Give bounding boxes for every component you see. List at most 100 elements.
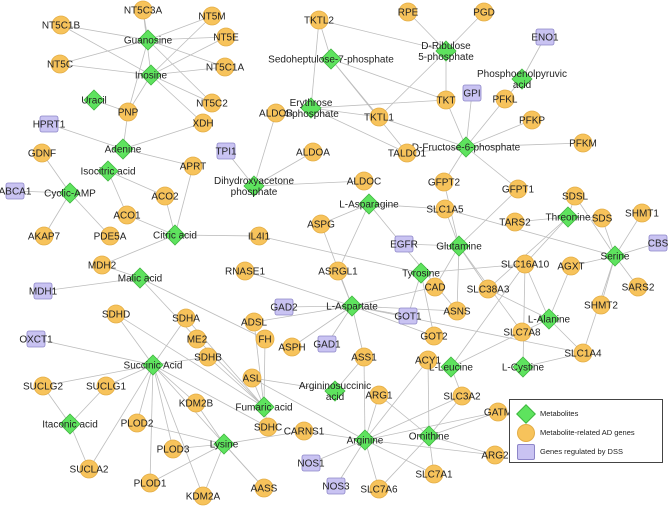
gene-circle-icon [495,89,515,109]
node-label: Uracil [81,96,107,107]
node-label: PLOD3 [157,445,190,456]
gene-circle-icon [32,143,52,163]
edge-Arginine-CARNS1 [303,430,366,441]
gene-node-SDHD: SDHD [102,304,130,324]
edge-LAspartate-CAD [351,286,436,307]
metabolite-diamond-icon [300,97,322,119]
edge-Lysine-PLOD2 [136,422,225,445]
edge-E4P-TALDO1 [310,107,408,154]
gene-node-AKAP7: AKAP7 [28,226,61,246]
metabolite-node-LLeucine: L-Leucine [429,356,473,378]
gene-node-TKTL2: TKTL2 [304,10,334,30]
gene-circle-icon [303,142,323,162]
gene-circle-icon [573,343,593,363]
gene-circle-icon [92,255,112,275]
gene-node-SLC7A1: SLC7A1 [415,464,453,484]
edge-LLeucine-SLC7A8 [450,331,523,368]
gene-circle-icon [452,386,472,406]
dss-square-icon [535,28,555,46]
node-label: PFKP [519,116,545,127]
edge-Tyrosine-SLC16A10 [420,263,526,274]
edge-Arginine-ACY1 [364,359,429,441]
edge-Tyrosine-IL4I1 [258,235,422,274]
edge-Guanosine-PNP [127,39,149,113]
metabolite-node-LAsparagine: L-Asparagine [339,193,399,215]
node-label: NT5C1B [42,21,81,32]
edge-CyclicAMP-PDE5A [69,192,111,237]
metabolite-node-Ornithine: Ornithine [409,425,450,447]
gene-node-PLOD2: PLOD2 [121,413,154,433]
gene-circle-icon [517,424,535,442]
gene-circle-icon [508,179,528,199]
edge-CitricAcid-IL4I1 [174,234,260,237]
edge-E4P-TKT [310,99,447,109]
node-label: SLC1A4 [564,349,602,360]
node-label: CARNS1 [284,427,325,438]
gene-circle-icon [309,10,329,30]
node-label: Malic acid [118,274,162,285]
gene-circle-icon [369,107,389,127]
node-label: Fumaric acid [235,403,292,414]
metabolite-diamond-icon [213,433,235,455]
dss-node-MDH1: MDH1 [29,282,58,300]
edge-SuccinicAcid-PLOD1 [149,364,154,484]
metabolite-diamond-icon [97,160,119,182]
edge-MalicAcid-ME2 [139,277,198,340]
node-label: ASPH [278,343,305,354]
gene-node-NT5C2: NT5C2 [196,93,228,113]
node-label: SUCLA2 [70,465,109,476]
gene-circle-icon [79,459,99,479]
node-label: KDM2A [186,492,221,503]
edge-DHAP-ALDOA [253,151,314,187]
gene-node-AGXT: AGXT [557,256,585,276]
node-label: TKT [437,96,456,107]
gene-circle-icon [215,57,235,77]
gene-node-SLC7A8: SLC7A8 [503,322,541,342]
node-label: ACO1 [113,211,141,222]
node-label: NT5C3A [124,6,163,17]
edge-SuccinicAcid-PLOD2 [136,364,154,424]
edge-Ribulose-TKTL2 [318,19,447,52]
metabolite-diamond-icon [142,354,164,376]
node-label: Glutamine [436,242,482,253]
edge-LAspartate-SLC1A4 [351,305,584,354]
gene-circle-icon [193,486,213,506]
metabolite-node-Inosine: Inosine [135,64,168,86]
gene-circle-icon [133,0,153,20]
node-label: SLC7A8 [503,328,541,339]
gene-circle-icon [478,279,498,299]
metabolite-node-F6P: D-Fructose-6-phosphate [412,136,521,158]
gene-node-MDH2: MDH2 [88,255,117,275]
edge-SuccinicAcid-KDM2A [152,364,204,497]
edge-IsocitricAcid-ACO2 [107,170,166,197]
edge-E4P-TKTL1 [310,107,380,118]
dss-node-OXCT1: OXCT1 [19,330,53,348]
gene-circle-icon [474,2,494,22]
edge-Inosine-NT5E [150,36,227,76]
edge-SuccinicAcid-SUCLA2 [88,364,154,470]
dss-square-icon [216,142,236,160]
gene-circle-icon [515,254,535,274]
edge-Arginine-GATM [364,411,499,441]
gene-node-ACO1: ACO1 [113,205,141,225]
metabolite-node-Arginine: Arginine [347,429,384,451]
edge-DHAP-ALDOB [253,112,277,187]
edge-Argininosuccinic-ASL [251,377,336,392]
node-label: ACO2 [151,192,179,203]
node-label: APRT [180,162,207,173]
edge-LAsparagine-ASRGL1 [337,203,370,272]
gene-node-SDHC: SDHC [254,417,282,437]
metabolite-node-Guanosine: Guanosine [124,29,173,51]
gene-node-TALDO1: TALDO1 [388,143,427,163]
metabolite-diamond-icon [511,68,533,90]
edge-Inosine-XDH [150,74,204,124]
node-label: TARS2 [499,218,531,229]
metabolite-node-LAspartate: L-Aspartate [326,295,378,317]
gene-circle-icon [505,212,525,232]
gene-node-SDHB: SDHB [194,347,222,367]
metabolite-diamond-icon [538,308,560,330]
gene-circle-icon [397,143,417,163]
